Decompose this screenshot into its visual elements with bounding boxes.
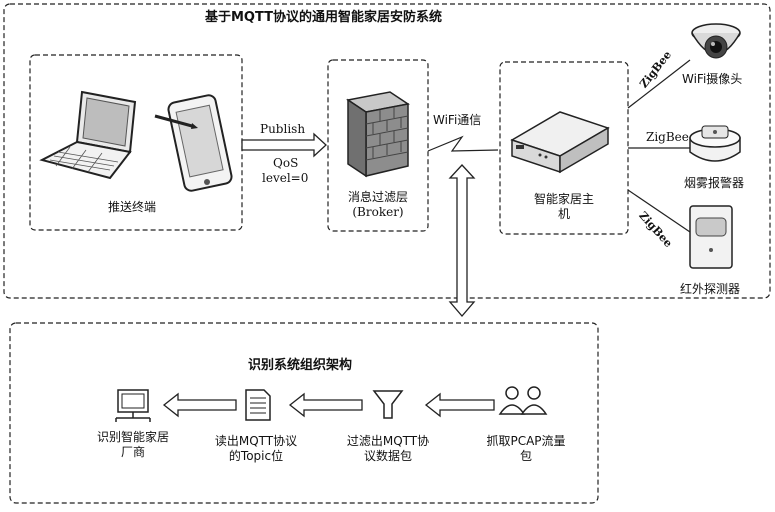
publish-arrow — [242, 134, 326, 156]
document-icon — [246, 390, 270, 420]
home-host-label-line2: 机 — [510, 207, 618, 222]
zigbee-label-smoke: ZigBee — [646, 130, 689, 145]
push-terminal-label: 推送终端 — [108, 200, 156, 215]
broker-label-line2: (Broker) — [338, 205, 418, 220]
pir-detector-icon — [690, 206, 732, 268]
laptop-icon — [42, 92, 135, 178]
filter-label-line2: 议数据包 — [328, 449, 448, 464]
system-title: 基于MQTT协议的通用智能家居安防系统 — [205, 10, 442, 25]
vendor-label: 识别智能家居 厂商 — [74, 430, 192, 460]
tablet-icon — [155, 94, 233, 192]
publish-label: Publish — [260, 122, 305, 137]
home-host-label-line1: 智能家居主 — [510, 192, 618, 207]
recognition-title: 识别系统组织架构 — [248, 358, 352, 373]
pipeline-arrow-2 — [290, 394, 362, 416]
capture-label: 抓取PCAP流量 包 — [466, 434, 586, 464]
broker-label: 消息过滤层 (Broker) — [338, 190, 418, 220]
broker-label-line1: 消息过滤层 — [338, 190, 418, 205]
computer-icon — [116, 390, 150, 422]
filter-label-line1: 过滤出MQTT协 — [328, 434, 448, 449]
firewall-icon — [348, 92, 408, 176]
wifi-link — [428, 137, 498, 151]
capture-label-line1: 抓取PCAP流量 — [466, 434, 586, 449]
camera-icon — [692, 24, 740, 58]
capture-double-arrow — [450, 165, 474, 316]
vendor-label-line1: 识别智能家居 — [74, 430, 192, 445]
topic-label-line1: 读出MQTT协议 — [196, 434, 316, 449]
topic-label-line2: 的Topic位 — [196, 449, 316, 464]
qos-level-label: level=0 — [262, 171, 308, 186]
topic-label: 读出MQTT协议 的Topic位 — [196, 434, 316, 464]
vendor-label-line2: 厂商 — [74, 445, 192, 460]
people-icon — [500, 387, 546, 414]
qos-label: QoS — [273, 156, 298, 171]
wifi-label: WiFi通信 — [433, 113, 481, 128]
funnel-icon — [374, 391, 402, 418]
wifi-camera-label: WiFi摄像头 — [682, 72, 742, 87]
pir-detector-label: 红外探测器 — [680, 282, 740, 297]
home-host-icon — [512, 112, 608, 172]
smoke-alarm-icon — [690, 126, 740, 161]
filter-label: 过滤出MQTT协 议数据包 — [328, 434, 448, 464]
capture-label-line2: 包 — [466, 449, 586, 464]
home-host-label: 智能家居主 机 — [510, 192, 618, 222]
pipeline-arrow-1 — [164, 394, 236, 416]
pipeline-arrow-3 — [426, 394, 494, 416]
smoke-alarm-label: 烟雾报警器 — [684, 176, 744, 191]
